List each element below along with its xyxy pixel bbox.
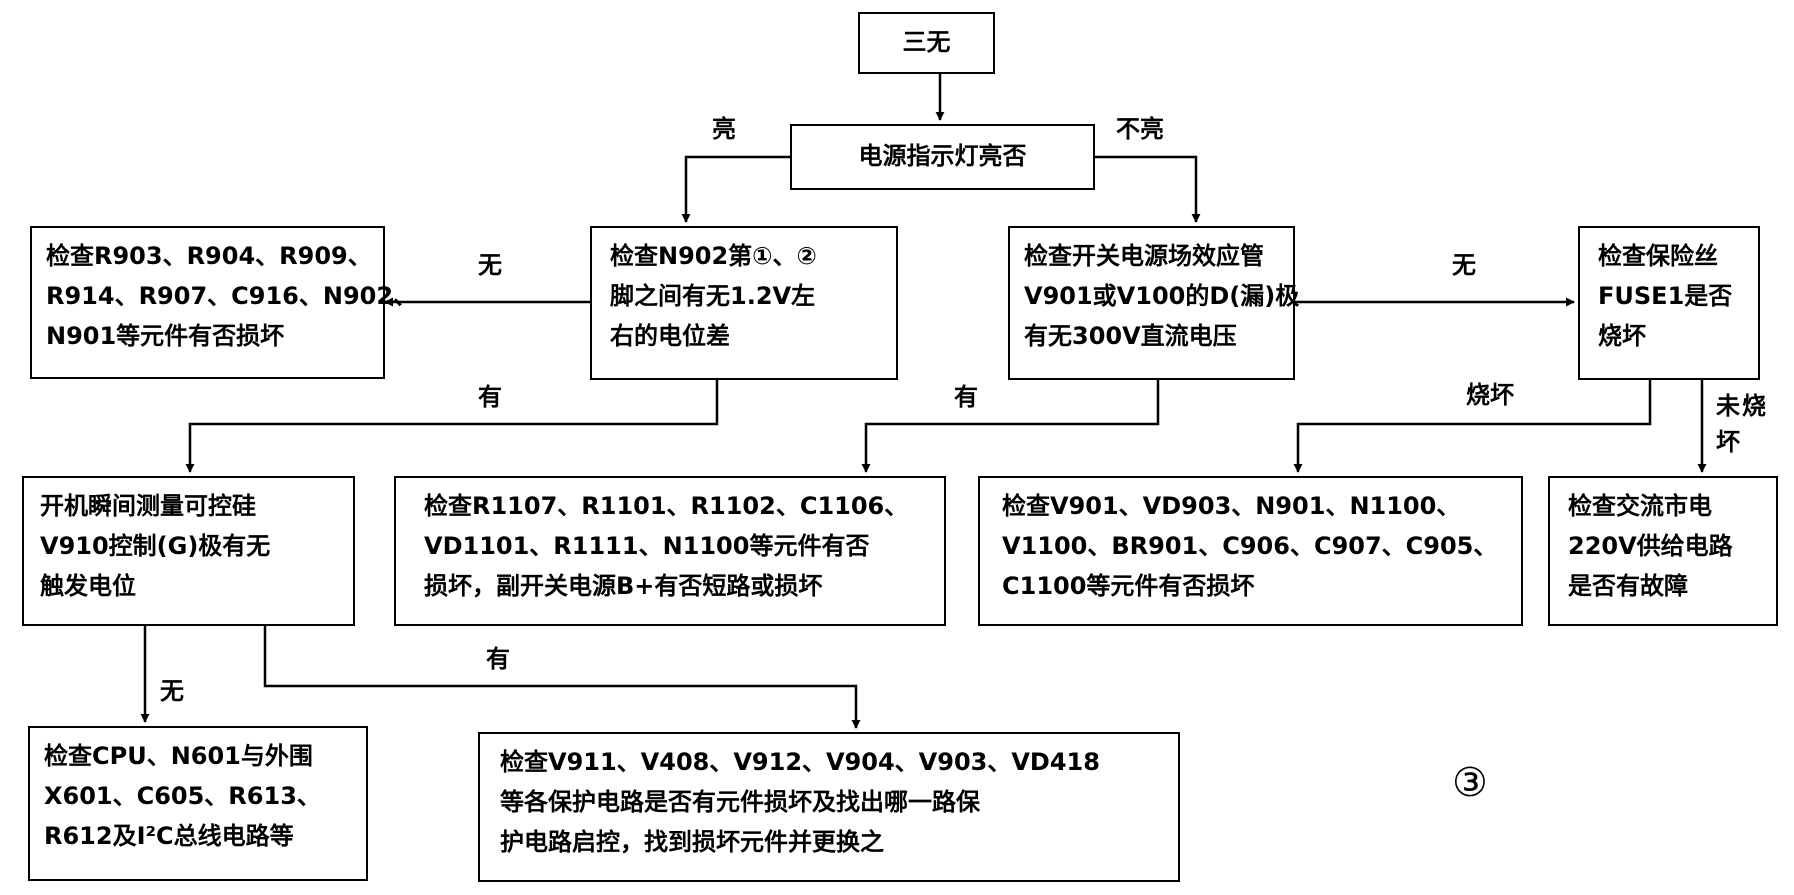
node-check-v901-line-3: C1100等元件有否损坏 bbox=[1002, 572, 1255, 600]
node-check-v911: 检查V911、V408、V912、V904、V903、VD418 等各保护电路是… bbox=[478, 732, 1180, 882]
node-check-v911-line-2: 等各保护电路是否有元件损坏及找出哪一路保 bbox=[500, 788, 980, 816]
node-check-fet-line-1: 检查开关电源场效应管 bbox=[1024, 242, 1264, 270]
figure-marker: ③ bbox=[1452, 760, 1488, 806]
node-check-r903: 检查R903、R904、R909、 R914、R907、C916、N902、 N… bbox=[30, 226, 418, 379]
node-measure-v910-line-1: 开机瞬间测量可控硅 bbox=[40, 492, 256, 520]
edge-v910-yes bbox=[263, 625, 861, 729]
edge-label-no-1: 无 bbox=[478, 251, 502, 279]
node-check-fuse: 检查保险丝 FUSE1是否 烧坏 bbox=[1578, 226, 1760, 380]
node-check-cpu: 检查CPU、N601与外围 X601、C605、R613、 R612及I²C总线… bbox=[28, 726, 368, 881]
node-check-ac-line-3: 是否有故障 bbox=[1568, 572, 1688, 600]
node-three-none: 三无 bbox=[858, 12, 995, 74]
node-check-r1107-line-1: 检查R1107、R1101、R1102、C1106、 bbox=[424, 492, 909, 520]
node-check-ac: 检查交流市电 220V供给电路 是否有故障 bbox=[1548, 476, 1778, 626]
node-check-ac-line-1: 检查交流市电 bbox=[1568, 492, 1712, 520]
edge-label-yes-3: 有 bbox=[486, 645, 510, 673]
edge-fet-yes bbox=[861, 380, 1160, 473]
edge-label-yes-1: 有 bbox=[478, 383, 502, 411]
node-measure-v910: 开机瞬间测量可控硅 V910控制(G)极有无 触发电位 bbox=[22, 476, 355, 626]
edge-label-not-lit: 不亮 bbox=[1116, 115, 1164, 143]
node-check-r903-line-3: N901等元件有否损坏 bbox=[46, 322, 285, 350]
node-power-led-text: 电源指示灯亮否 bbox=[858, 142, 1027, 170]
edge-label-yes-2: 有 bbox=[954, 383, 978, 411]
node-three-none-text: 三无 bbox=[902, 28, 951, 56]
node-measure-v910-line-3: 触发电位 bbox=[40, 572, 136, 600]
node-check-cpu-line-3: R612及I²C总线电路等 bbox=[44, 822, 294, 850]
node-check-n902-line-2: 脚之间有无1.2V左 bbox=[610, 282, 816, 310]
node-check-fet-line-2: V901或V100的D(漏)极 bbox=[1024, 282, 1300, 310]
edge-label-not-burnt: 未烧坏 bbox=[1716, 392, 1768, 456]
edge-fuse-burnt bbox=[1293, 380, 1652, 473]
node-check-r903-line-1: 检查R903、R904、R909、 bbox=[46, 242, 372, 270]
edge-label-no-3: 无 bbox=[160, 677, 184, 705]
node-power-led: 电源指示灯亮否 bbox=[790, 124, 1095, 190]
edge-label-lit: 亮 bbox=[712, 115, 736, 143]
node-check-v911-line-1: 检查V911、V408、V912、V904、V903、VD418 bbox=[500, 748, 1100, 776]
node-check-fuse-line-3: 烧坏 bbox=[1598, 322, 1646, 350]
node-check-v901-line-1: 检查V901、VD903、N901、N1100、 bbox=[1002, 492, 1461, 520]
node-measure-v910-line-2: V910控制(G)极有无 bbox=[40, 532, 271, 560]
node-check-r1107: 检查R1107、R1101、R1102、C1106、 VD1101、R1111、… bbox=[394, 476, 946, 626]
node-check-r1107-line-3: 损坏，副开关电源B+有否短路或损坏 bbox=[424, 572, 823, 600]
node-check-fet-line-3: 有无300V直流电压 bbox=[1024, 322, 1237, 350]
edge-label-no-2: 无 bbox=[1452, 251, 1476, 279]
node-check-n902: 检查N902第①、② 脚之间有无1.2V左 右的电位差 bbox=[590, 226, 898, 380]
node-check-ac-line-2: 220V供给电路 bbox=[1568, 532, 1733, 560]
node-check-r1107-line-2: VD1101、R1111、N1100等元件有否 bbox=[424, 532, 870, 560]
node-check-r903-line-2: R914、R907、C916、N902、 bbox=[46, 282, 418, 310]
edge-led-not-lit bbox=[1095, 155, 1201, 223]
edge-label-burnt: 烧坏 bbox=[1466, 381, 1514, 409]
node-check-fuse-line-1: 检查保险丝 bbox=[1598, 242, 1718, 270]
node-check-v901: 检查V901、VD903、N901、N1100、 V1100、BR901、C90… bbox=[978, 476, 1523, 626]
edge-led-lit bbox=[681, 155, 790, 223]
node-check-fuse-line-2: FUSE1是否 bbox=[1598, 282, 1733, 310]
edge-n902-yes bbox=[185, 380, 719, 473]
node-check-v901-line-2: V1100、BR901、C906、C907、C905、 bbox=[1002, 532, 1498, 560]
node-check-n902-line-1: 检查N902第①、② bbox=[610, 242, 817, 270]
node-check-cpu-line-1: 检查CPU、N601与外围 bbox=[44, 742, 313, 770]
node-check-fet: 检查开关电源场效应管 V901或V100的D(漏)极 有无300V直流电压 bbox=[1008, 226, 1300, 380]
node-check-v911-line-3: 护电路启控，找到损坏元件并更换之 bbox=[500, 828, 884, 856]
node-check-cpu-line-2: X601、C605、R613、 bbox=[44, 782, 321, 810]
node-check-n902-line-3: 右的电位差 bbox=[610, 322, 730, 350]
